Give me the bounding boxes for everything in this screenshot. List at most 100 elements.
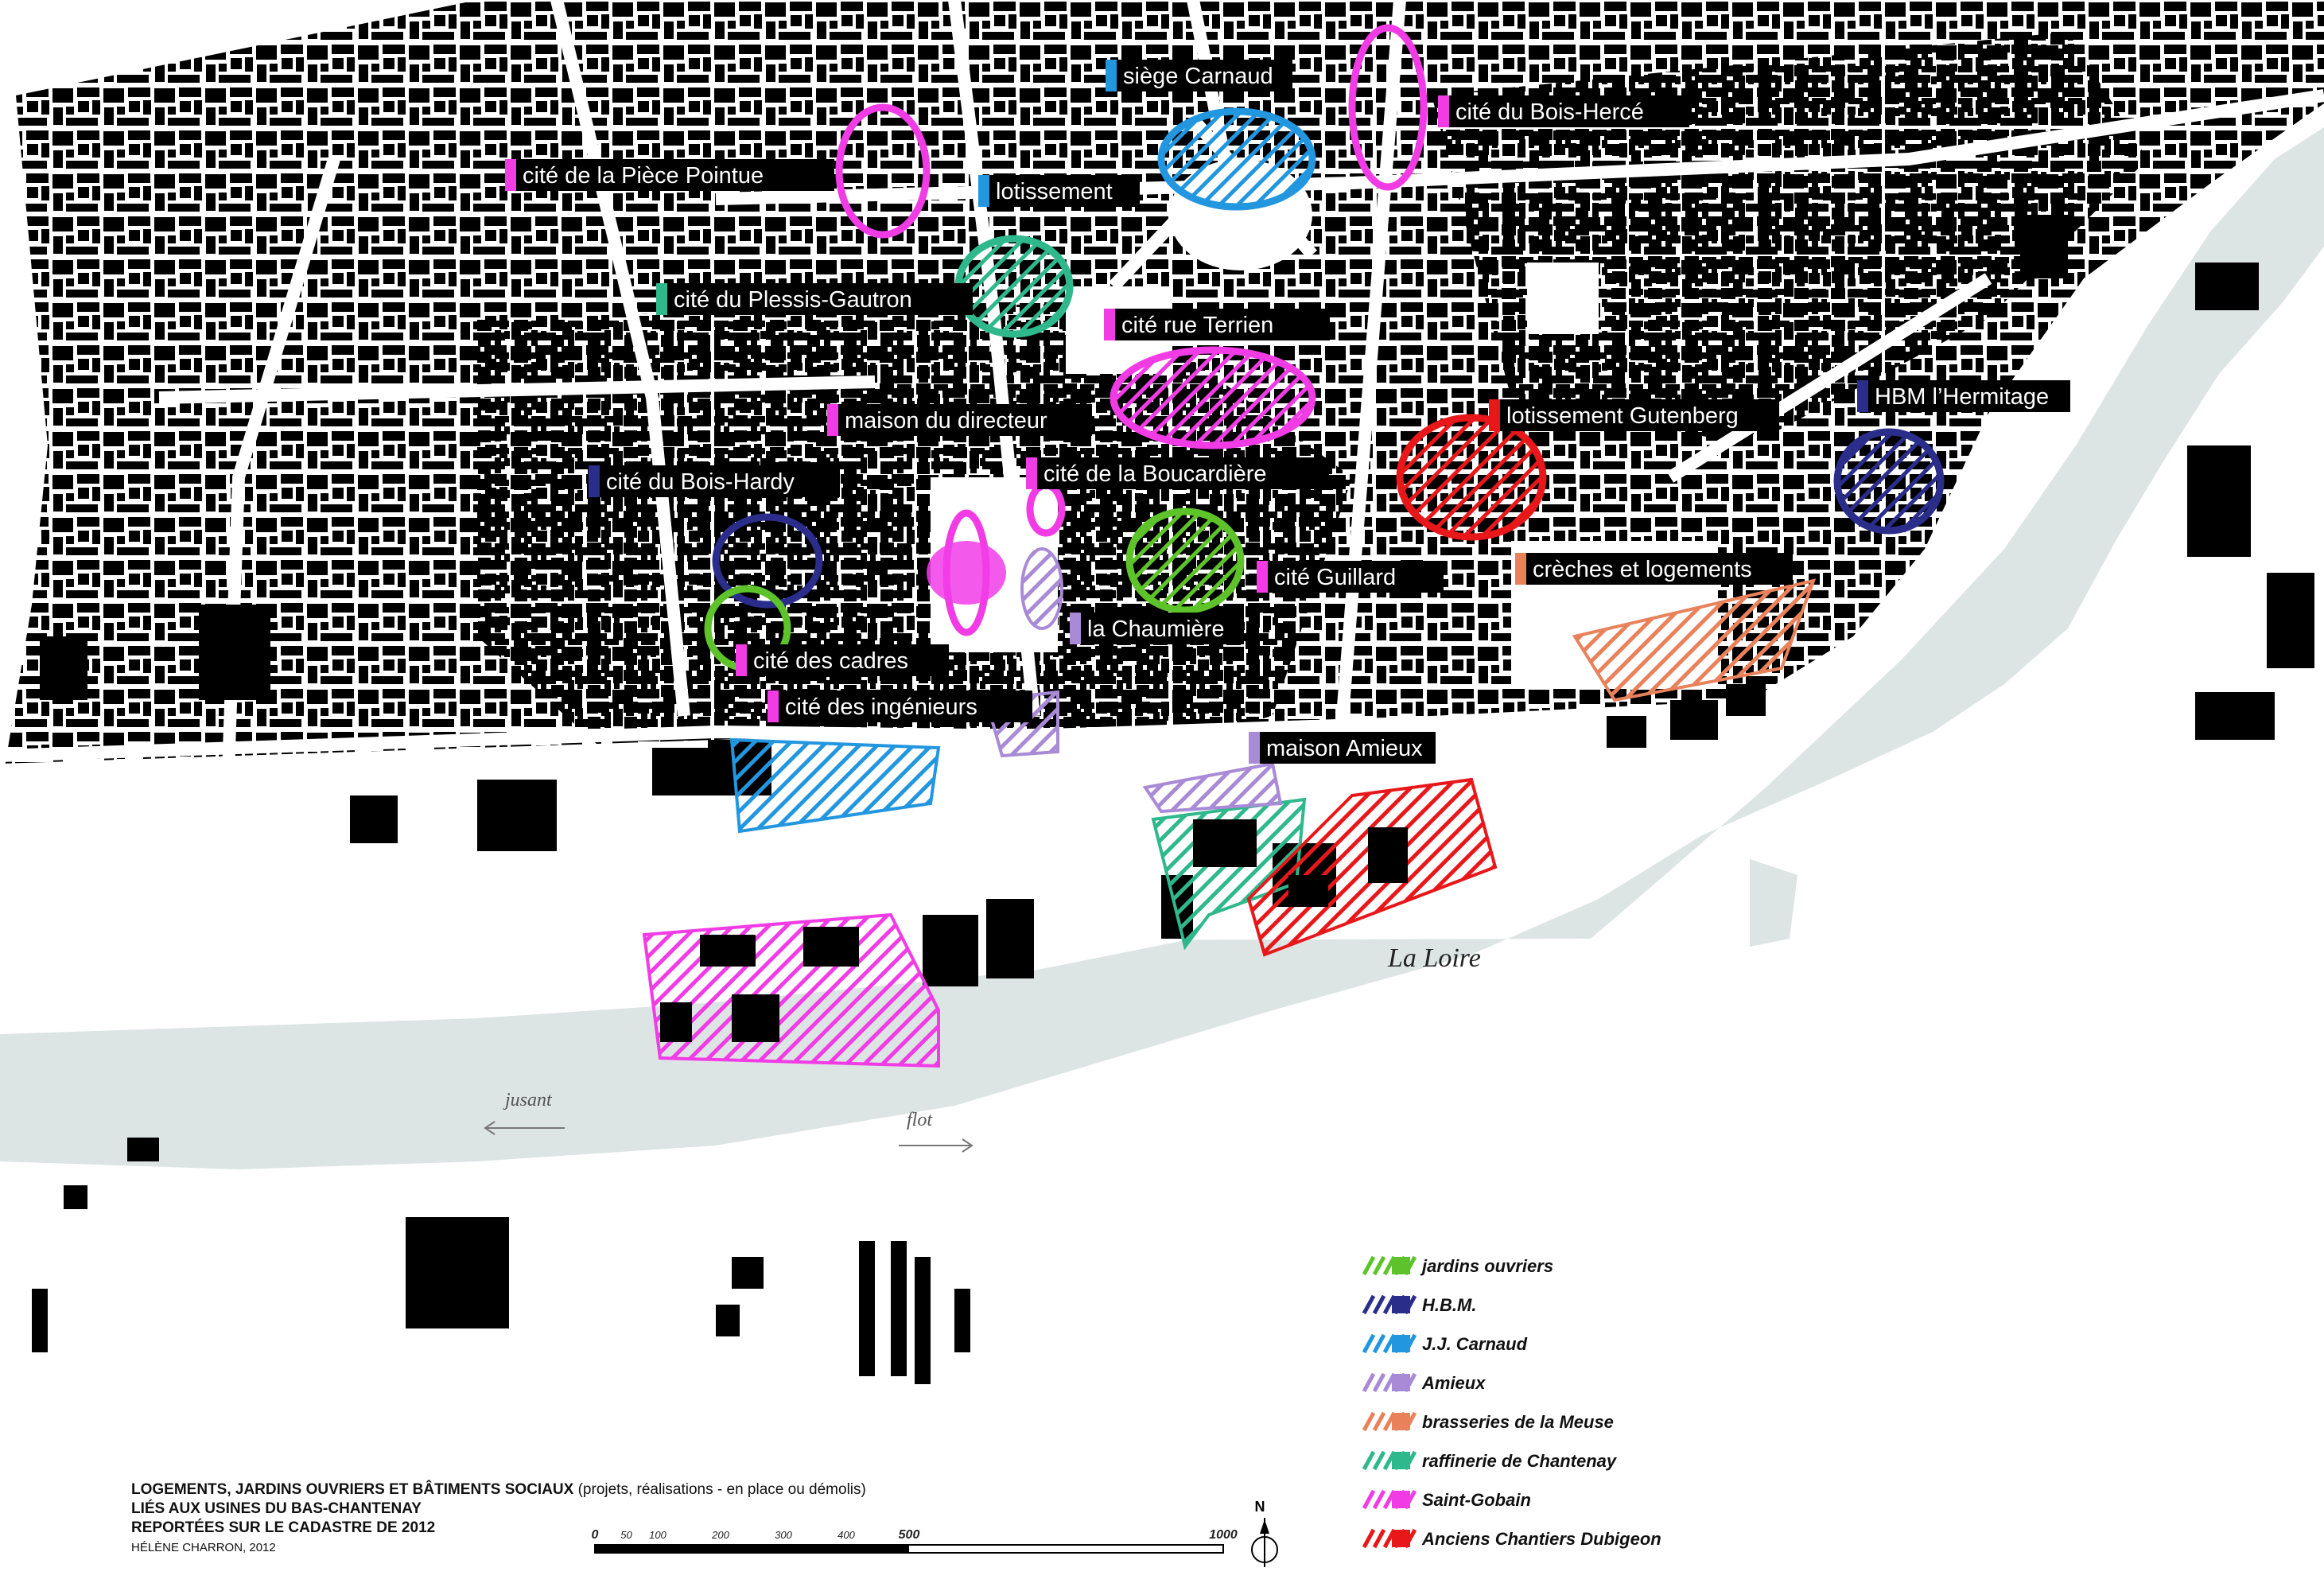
river-loire — [0, 127, 2324, 1169]
river-flood-label: flot — [907, 1110, 933, 1130]
label-box — [1070, 613, 1244, 644]
label-tab — [1104, 309, 1115, 340]
label-maison-directeur: maison du directeur — [827, 404, 1092, 436]
label-tab — [1857, 380, 1868, 412]
label-text: cité Guillard — [1274, 565, 1396, 590]
zone-carnaud — [729, 737, 941, 834]
legend-item-raffinerie: raffinerie de Chantenay — [1362, 1450, 1618, 1471]
label-cite-cadres: cité des cadres — [736, 644, 949, 676]
caption-line2: LIÉS AUX USINES DU BAS-CHANTENAY — [131, 1500, 422, 1517]
label-tab — [827, 404, 838, 436]
label-text: cité des ingénieurs — [785, 694, 977, 720]
legend-swatch — [1362, 1333, 1417, 1354]
label-box — [589, 465, 840, 497]
label-box — [1438, 95, 1689, 127]
legend-label: jardins ouvriers — [1420, 1256, 1553, 1276]
legend-label: Saint-Gobain — [1422, 1490, 1531, 1510]
scale-tick-label: 200 — [711, 1529, 729, 1541]
legend-swatch — [1362, 1528, 1417, 1549]
label-la-chaumiere: la Chaumière — [1070, 613, 1244, 644]
label-tab — [768, 690, 779, 722]
north-arrow: N — [1251, 1499, 1278, 1567]
label-text: cité de la Boucardière — [1043, 461, 1267, 487]
label-text: cité rue Terrien — [1121, 313, 1273, 338]
legend-swatch — [1362, 1450, 1417, 1471]
caption-note: (projets, réalisations - en place ou dém… — [578, 1481, 866, 1498]
legend-swatch — [1362, 1294, 1417, 1315]
legend-swatch — [1362, 1489, 1417, 1510]
legend-item-hbm: H.B.M. — [1362, 1294, 1476, 1315]
label-tab — [736, 644, 747, 676]
svg-text:LOGEMENTS, JARDINS OUVRIERS ET: LOGEMENTS, JARDINS OUVRIERS ET BÂTIMENTS… — [131, 1480, 866, 1498]
label-box — [505, 159, 834, 191]
label-tab — [656, 283, 667, 315]
label-text: lotissement Gutenberg — [1506, 403, 1739, 429]
label-text: cité du Bois-Hercé — [1455, 99, 1644, 125]
housing-fills — [927, 111, 1941, 610]
label-box — [736, 644, 949, 676]
label-text: HBM l’Hermitage — [1875, 384, 2049, 410]
caption: LOGEMENTS, JARDINS OUVRIERS ET BÂTIMENTS… — [131, 1480, 866, 1554]
label-creches-logements: crèches et logements — [1515, 553, 1793, 585]
caption-line3: REPORTÉES SUR LE CADASTRE DE 2012 — [131, 1519, 435, 1536]
label-lotissement-gutenberg: lotissement Gutenberg — [1489, 399, 1779, 431]
label-cite-bois-hardy: cité du Bois-Hardy — [589, 465, 840, 497]
scale-tick-label: 0 — [592, 1528, 599, 1542]
label-text: maison du directeur — [845, 408, 1047, 434]
caption-title: LOGEMENTS, JARDINS OUVRIERS ET BÂTIMENTS… — [131, 1480, 574, 1498]
river-ebb-label: jusant — [503, 1090, 553, 1111]
flood-arrow — [899, 1138, 974, 1153]
label-box — [1026, 457, 1329, 489]
label-tab — [1489, 399, 1500, 431]
legend-label: brasseries de la Meuse — [1422, 1412, 1614, 1432]
label-tab — [589, 465, 600, 497]
label-text: lotissement — [996, 179, 1113, 204]
zone-saint-gobain-usine — [642, 912, 940, 1068]
label-tab — [1249, 732, 1260, 764]
river-name: La Loire — [1387, 943, 1481, 973]
label-box — [1249, 732, 1436, 764]
label-text: crèches et logements — [1533, 557, 1752, 582]
label-text: cité du Plessis-Gautron — [674, 287, 912, 313]
legend-label: H.B.M. — [1422, 1295, 1476, 1315]
label-tab — [978, 175, 989, 207]
zone-raffinerie — [1151, 797, 1307, 951]
legend-item-amieux: Amieux — [1362, 1372, 1486, 1393]
legend-swatch — [1362, 1372, 1417, 1393]
legend-item-carnaud: J.J. Carnaud — [1362, 1333, 1528, 1354]
legend-swatch — [1362, 1411, 1417, 1432]
label-text: maison Amieux — [1266, 736, 1423, 761]
label-box — [1106, 60, 1292, 91]
north-tip — [1260, 1519, 1269, 1534]
label-cite-guillard: cité Guillard — [1257, 561, 1444, 593]
legend-label: Amieux — [1421, 1373, 1486, 1393]
ebb-arrow — [484, 1121, 565, 1135]
label-box — [656, 283, 973, 315]
label-box — [1257, 561, 1444, 593]
label-box — [1489, 399, 1779, 431]
label-tab — [505, 159, 516, 191]
label-text: cité du Bois-Hardy — [606, 469, 795, 495]
label-box — [978, 175, 1140, 207]
legend-item-jardins: jardins ouvriers — [1362, 1255, 1553, 1276]
label-text: cité de la Pièce Pointue — [523, 163, 764, 189]
scale-tick-label: 50 — [620, 1529, 632, 1541]
north-label: N — [1255, 1499, 1265, 1515]
scale-tick-label: 300 — [775, 1529, 792, 1541]
label-tab — [1070, 613, 1081, 644]
callout-labels: siège Carnaud cité du Bois-Hercé cité de l… — [505, 60, 2070, 764]
scale-tick-label: 1000 — [1209, 1528, 1238, 1542]
label-siege-carnaud: siège Carnaud — [1106, 60, 1292, 91]
legend-item-saint_gobain: Saint-Gobain — [1362, 1489, 1531, 1510]
legend-label: Anciens Chantiers Dubigeon — [1421, 1529, 1661, 1549]
label-cite-ingenieurs: cité des ingénieurs — [768, 690, 1032, 722]
scale-tick-label: 500 — [899, 1528, 920, 1542]
label-text: cité des cadres — [753, 648, 908, 674]
open-spaces — [0, 159, 2324, 1591]
legend-item-dubigeon: Anciens Chantiers Dubigeon — [1362, 1528, 1661, 1549]
label-hbm-hermitage: HBM l’Hermitage — [1857, 380, 2070, 412]
label-cite-rue-terrien: cité rue Terrien — [1104, 309, 1330, 340]
label-tab — [1257, 561, 1268, 593]
